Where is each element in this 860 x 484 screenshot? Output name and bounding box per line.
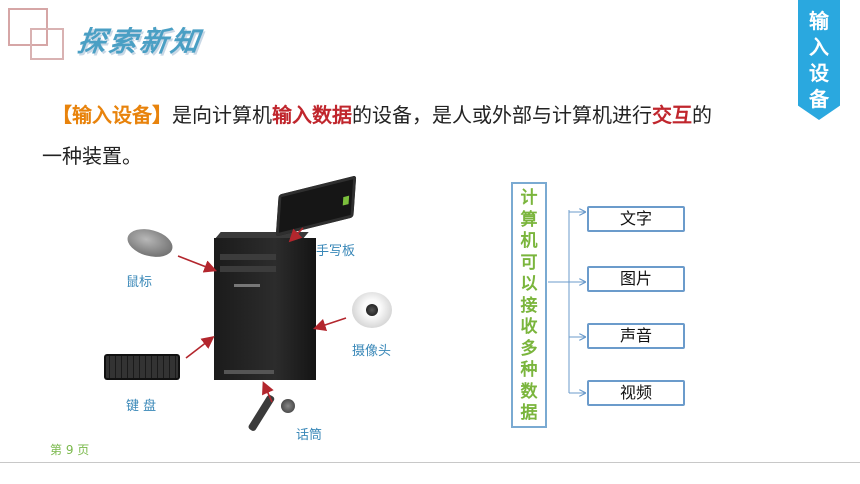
vertical-label-text: 计算机可以接收多种数据 <box>520 188 538 423</box>
pc-tower-image <box>214 238 316 380</box>
label-mouse: 鼠标 <box>126 275 153 290</box>
page-number: 第 9 页 <box>50 443 90 457</box>
ribbon-label: 输入设备 <box>809 9 829 111</box>
term-bracket: 【输入设备】 <box>52 103 172 127</box>
microphone-head <box>281 399 295 413</box>
arrow-mouse <box>177 255 217 273</box>
label-microphone: 话筒 <box>296 428 323 443</box>
decor-square-1 <box>8 8 48 46</box>
camera-image <box>352 292 392 328</box>
label-camera: 摄像头 <box>352 344 392 359</box>
footer-divider <box>0 462 860 463</box>
arrow-keyboard <box>185 336 215 359</box>
pc-logo <box>234 284 260 287</box>
drive-bay <box>220 266 276 272</box>
front-ports <box>224 370 274 374</box>
label-tablet: 手写板 <box>316 244 356 259</box>
definition-paragraph: 【输入设备】是向计算机输入数据的设备，是人或外部与计算机进行交互的 <box>52 96 772 134</box>
section-ribbon: 输入设备 <box>798 0 840 120</box>
vertical-label-box: 计算机可以接收多种数据 <box>511 182 547 428</box>
definition-line2: 一种装置。 <box>42 144 142 168</box>
text-part1: 是向计算机 <box>172 103 272 127</box>
data-type-text: 文字 <box>587 206 685 232</box>
text-part2: 的设备，是人或外部与计算机进行 <box>352 103 652 127</box>
data-type-sound: 声音 <box>587 323 685 349</box>
emph-input-data: 输入数据 <box>272 103 352 127</box>
text-part3: 的 <box>692 103 712 127</box>
arrow-camera <box>312 317 347 332</box>
label-keyboard: 键 盘 <box>126 399 157 414</box>
mouse-image <box>124 224 176 262</box>
keyboard-image <box>104 354 180 380</box>
drive-bay <box>220 254 276 260</box>
decor-square-2 <box>30 28 64 60</box>
page-title: 探索新知 <box>75 25 205 58</box>
data-type-image: 图片 <box>587 266 685 292</box>
microphone-image <box>247 393 276 433</box>
tablet-image <box>275 175 357 237</box>
data-type-video: 视频 <box>587 380 685 406</box>
emph-interaction: 交互 <box>652 103 692 127</box>
